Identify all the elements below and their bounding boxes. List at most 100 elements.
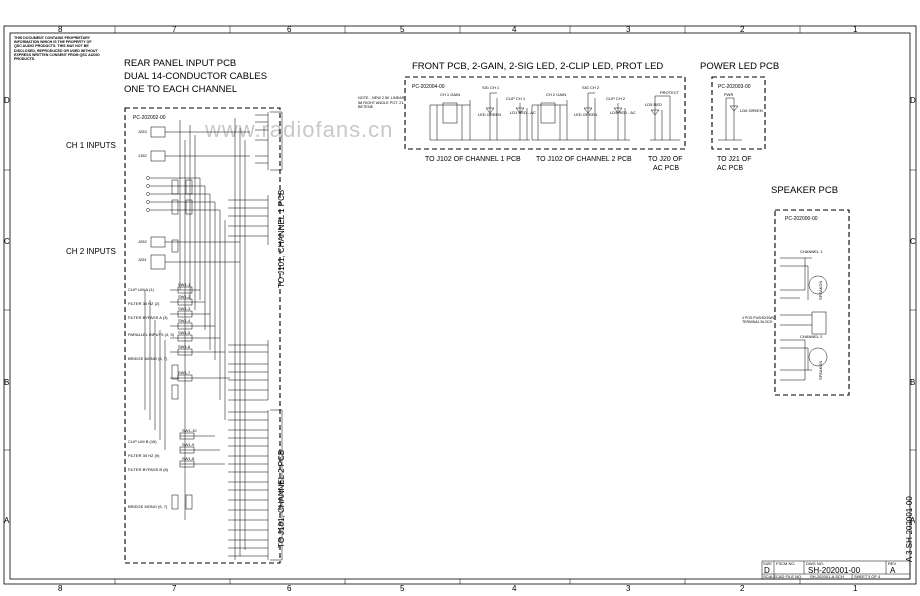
switch-label: SW1-2 bbox=[178, 294, 191, 299]
col-label: 8 bbox=[58, 25, 63, 34]
row-label: D bbox=[4, 96, 10, 105]
rear-panel-pcb-outline bbox=[124, 107, 281, 564]
front-pcb-number: PC-202004-00 bbox=[412, 84, 445, 90]
front-pcb-wiring bbox=[429, 92, 680, 141]
switch-label: SW1-3 bbox=[178, 306, 191, 311]
front-label: CLIP CH 1 bbox=[506, 96, 526, 101]
function-label: CLIP LIM A (1) bbox=[128, 287, 155, 292]
speaker-wiring bbox=[780, 257, 828, 381]
power-led-number: PC-202003-00 bbox=[718, 84, 751, 90]
title-block: SIZE D FSCM NO. DWG NO. SH-202001-00 REV… bbox=[761, 496, 914, 580]
power-led-led: LD6 GREEN bbox=[740, 108, 763, 113]
col-label: 6 bbox=[287, 25, 292, 34]
scale-label: SCALE bbox=[763, 574, 776, 579]
col-label: 3 bbox=[626, 25, 631, 34]
jack-label: J152 bbox=[138, 153, 147, 158]
to-ch1-label: TO J101, CHANNEL 1 PCB bbox=[277, 190, 286, 288]
switch-label: SW1-5 bbox=[178, 330, 191, 335]
speaker-section: SPEAKER PCB PC-202000-00 CHANNEL 1 CHANN… bbox=[742, 185, 850, 396]
front-label: CH 1 GAIN bbox=[440, 92, 460, 97]
power-led-pwr: PWR bbox=[724, 92, 733, 97]
power-led-bottom: AC PCB bbox=[717, 165, 743, 172]
terminal-block-label: 4 POS PUSHDOWN TERMINAL BLOCK bbox=[742, 316, 774, 324]
col-label: 1 bbox=[853, 25, 858, 34]
cad-label: CAD FILE NO. bbox=[776, 574, 802, 579]
col-label: 7 bbox=[172, 584, 177, 593]
power-led-section: POWER LED PCB PC-202003-00 PWR LD6 GREEN… bbox=[700, 61, 779, 172]
front-pcb-section: FRONT PCB, 2-GAIN, 2-SIG LED, 2-CLIP LED… bbox=[358, 61, 686, 172]
speaker-outline bbox=[774, 209, 850, 396]
front-pcb-note: NOTE - NEW 2.5K LINEAR 58 RIGHT ANGLE PO… bbox=[358, 96, 405, 109]
row-label: B bbox=[4, 378, 9, 387]
rear-panel-title-3: ONE TO EACH CHANNEL bbox=[124, 84, 237, 95]
power-led-bottom: TO J21 OF bbox=[717, 156, 752, 163]
front-pcb-outline bbox=[404, 76, 686, 150]
col-label: 5 bbox=[400, 25, 405, 34]
function-label: BRIDGE MONO (6, 7) bbox=[128, 504, 168, 509]
rear-panel-title-2: DUAL 14-CONDUCTOR CABLES bbox=[124, 71, 267, 82]
col-label: 2 bbox=[740, 25, 745, 34]
jack-label: J252 bbox=[138, 239, 147, 244]
switch-label: SW1-6 bbox=[178, 344, 191, 349]
front-label: PROTECT bbox=[660, 90, 680, 95]
row-label: A bbox=[4, 516, 10, 525]
function-label: FILTER BYPASS A (3) bbox=[128, 315, 168, 320]
rear-panel-pcb-number: PC-202002-00 bbox=[133, 115, 166, 121]
rev-label: REV bbox=[888, 561, 897, 566]
speakon-label: SPEAKON bbox=[818, 281, 823, 300]
drawing-frame bbox=[3, 25, 917, 585]
col-label: 6 bbox=[287, 584, 292, 593]
row-label: A bbox=[910, 516, 916, 525]
col-label: 2 bbox=[740, 584, 745, 593]
led-label: LD4 RED - AC bbox=[610, 110, 636, 115]
front-bottom-label: TO J20 OF bbox=[648, 156, 683, 163]
speaker-title: SPEAKER PCB bbox=[771, 185, 838, 196]
rear-panel-wiring bbox=[144, 111, 283, 561]
switch-label: SW1-10 bbox=[182, 428, 197, 433]
col-label: 7 bbox=[172, 25, 177, 34]
front-bottom-label: TO J102 OF CHANNEL 1 PCB bbox=[425, 156, 521, 163]
switch-label: SW1-7 bbox=[178, 370, 191, 375]
speaker-ch2: CHANNEL 2 bbox=[800, 334, 823, 339]
col-label: 1 bbox=[853, 584, 858, 593]
row-label: C bbox=[4, 237, 10, 246]
size-value: D bbox=[764, 566, 770, 575]
front-label: SIG CH 1 bbox=[482, 85, 500, 90]
switch-label: SW1-4 bbox=[178, 318, 191, 323]
col-label: 8 bbox=[58, 584, 63, 593]
front-bottom-label: AC PCB bbox=[653, 165, 679, 172]
led-label: LED GREEN bbox=[574, 112, 597, 117]
front-bottom-label: TO J102 OF CHANNEL 2 PCB bbox=[536, 156, 632, 163]
function-label: CLIP LIM B (16) bbox=[128, 439, 157, 444]
ch1-inputs-label: CH 1 INPUTS bbox=[66, 141, 116, 150]
row-label: C bbox=[910, 237, 916, 246]
led-label: LD5 RED bbox=[645, 102, 662, 107]
rear-panel-title-1: REAR PANEL INPUT PCB bbox=[124, 58, 236, 69]
dwg-label: DWG NO. bbox=[806, 561, 824, 566]
rev-value: A bbox=[890, 566, 896, 575]
power-led-title: POWER LED PCB bbox=[700, 61, 779, 72]
dwg-value: SH-202001-00 bbox=[808, 566, 861, 575]
speakon-label: SPEAKON bbox=[818, 361, 823, 380]
front-label: CLIP CH 2 bbox=[606, 96, 626, 101]
ch2-inputs-label: CH 2 INPUTS bbox=[66, 247, 116, 256]
grid-labels: 8 7 6 5 4 3 2 1 8 7 6 5 4 3 2 1 D C B A … bbox=[4, 25, 916, 593]
function-label: FILTER 30 HZ (9) bbox=[128, 453, 160, 458]
side-drawing-number: A 3 SH-202001-00 bbox=[905, 496, 914, 562]
watermark-text: www.radiofans.cn bbox=[204, 117, 393, 142]
to-ch2-label: TO J101, CHANNEL 2 PCB bbox=[277, 450, 286, 548]
front-label: CH 2 GAIN bbox=[546, 92, 566, 97]
function-label: PARALLEL INPUTS (4, 5) bbox=[128, 332, 175, 337]
switch-label: SW1-9 bbox=[182, 442, 195, 447]
proprietary-notice: THIS DOCUMENT CONTAINS PROPRIETARY INFOR… bbox=[14, 36, 100, 61]
size-label: SIZE bbox=[763, 561, 772, 566]
function-label: FILTER 30 HZ (2) bbox=[128, 301, 160, 306]
power-led-outline bbox=[711, 76, 766, 150]
col-label: 5 bbox=[400, 584, 405, 593]
switch-label: SW1-1 bbox=[178, 282, 191, 287]
function-label: BRIDGE MONO (6, 7) bbox=[128, 356, 168, 361]
front-label: SIG CH 2 bbox=[582, 85, 600, 90]
cad-value: SH-202001-A.SCH bbox=[810, 574, 844, 579]
speaker-number: PC-202000-00 bbox=[785, 216, 818, 222]
